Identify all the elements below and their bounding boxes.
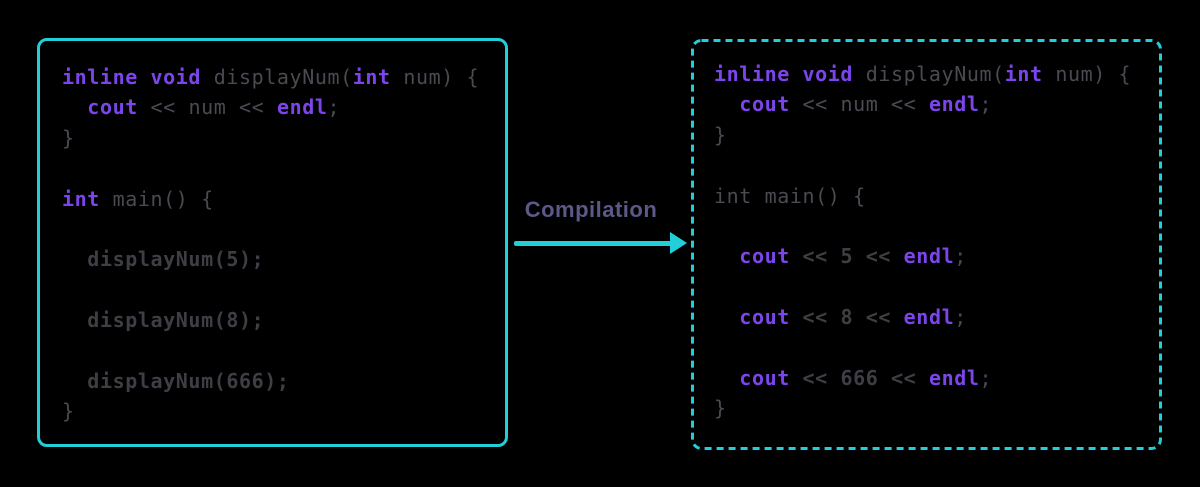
code-keyword: inline void: [62, 65, 202, 89]
code-text: displayNum(: [853, 62, 1005, 86]
code-text: ;: [979, 365, 993, 390]
code-text: num) {: [390, 65, 480, 89]
code-text: [62, 308, 87, 332]
code-text: [714, 305, 739, 329]
code-text: }: [62, 125, 75, 150]
code-line: inline void displayNum(int num) {: [714, 59, 1131, 89]
code-text: main() {: [99, 186, 214, 211]
code-text: num) {: [1042, 62, 1132, 86]
code-keyword: int: [352, 65, 391, 89]
code-text: ;: [979, 92, 993, 117]
code-text: [62, 369, 87, 393]
compiled-code-box: inline void displayNum(int num) { cout <…: [691, 39, 1162, 450]
code-keyword: endl: [903, 244, 955, 269]
code-text: << 5 <<: [789, 244, 904, 269]
code-keyword: cout: [739, 365, 790, 390]
code-text: [714, 366, 739, 390]
code-text: ;: [954, 305, 967, 330]
code-line: [62, 275, 479, 305]
code-text: [714, 92, 739, 116]
source-code-box: inline void displayNum(int num) { cout <…: [37, 38, 508, 447]
code-text: << num <<: [137, 95, 277, 120]
code-text: }: [714, 396, 727, 421]
code-text: ;: [327, 95, 341, 120]
code-line: [714, 211, 1131, 241]
code-keyword: cout: [739, 92, 790, 117]
code-text: [62, 95, 87, 119]
code-text: }: [714, 122, 727, 147]
dashed-border: [691, 39, 1162, 450]
code-line: [714, 272, 1131, 302]
compilation-arrow-line: [514, 241, 673, 246]
code-line: inline void displayNum(int num) {: [62, 62, 479, 92]
code-line: }: [714, 120, 1131, 150]
code-line: displayNum(5);: [62, 244, 479, 274]
code-keyword: int: [62, 186, 100, 211]
code-text: [714, 244, 739, 268]
compilation-label: Compilation: [524, 197, 658, 222]
code-line: [62, 214, 479, 244]
code-text: }: [62, 399, 75, 424]
code-keyword: endl: [276, 95, 328, 120]
code-keyword: endl: [928, 365, 980, 390]
code-line: }: [714, 393, 1131, 423]
code-text: displayNum(8);: [87, 308, 265, 333]
code-keyword: endl: [903, 305, 955, 330]
code-line: cout << num << endl;: [714, 89, 1131, 119]
code-line: [714, 150, 1131, 180]
code-keyword: cout: [739, 244, 790, 269]
code-text: displayNum(5);: [87, 247, 265, 272]
code-line: [62, 153, 479, 183]
code-line: }: [62, 396, 479, 426]
compiled-code: inline void displayNum(int num) { cout <…: [714, 59, 1131, 424]
code-line: int main() {: [714, 181, 1131, 211]
code-text: [62, 247, 87, 271]
code-text: << 8 <<: [789, 305, 904, 330]
code-keyword: cout: [739, 305, 790, 330]
code-keyword: cout: [87, 95, 138, 120]
code-line: [714, 333, 1131, 363]
code-text: displayNum(: [201, 65, 353, 89]
code-line: displayNum(8);: [62, 305, 479, 335]
code-line: int main() {: [62, 184, 479, 214]
code-text: int main() {: [714, 183, 866, 208]
code-text: << num <<: [789, 92, 929, 117]
code-text: displayNum(666);: [87, 368, 290, 393]
code-line: cout << num << endl;: [62, 92, 479, 122]
code-line: cout << 8 << endl;: [714, 302, 1131, 332]
code-text: ;: [954, 244, 967, 269]
code-line: cout << 666 << endl;: [714, 363, 1131, 393]
code-keyword: int: [1004, 62, 1043, 86]
code-text: << 666 <<: [789, 365, 929, 390]
code-line: displayNum(666);: [62, 366, 479, 396]
compilation-arrow-head-icon: [670, 232, 687, 254]
code-line: }: [62, 123, 479, 153]
code-keyword: inline void: [714, 62, 854, 86]
source-code: inline void displayNum(int num) { cout <…: [62, 62, 479, 427]
code-keyword: endl: [928, 92, 980, 117]
code-line: [62, 336, 479, 366]
code-line: cout << 5 << endl;: [714, 241, 1131, 271]
